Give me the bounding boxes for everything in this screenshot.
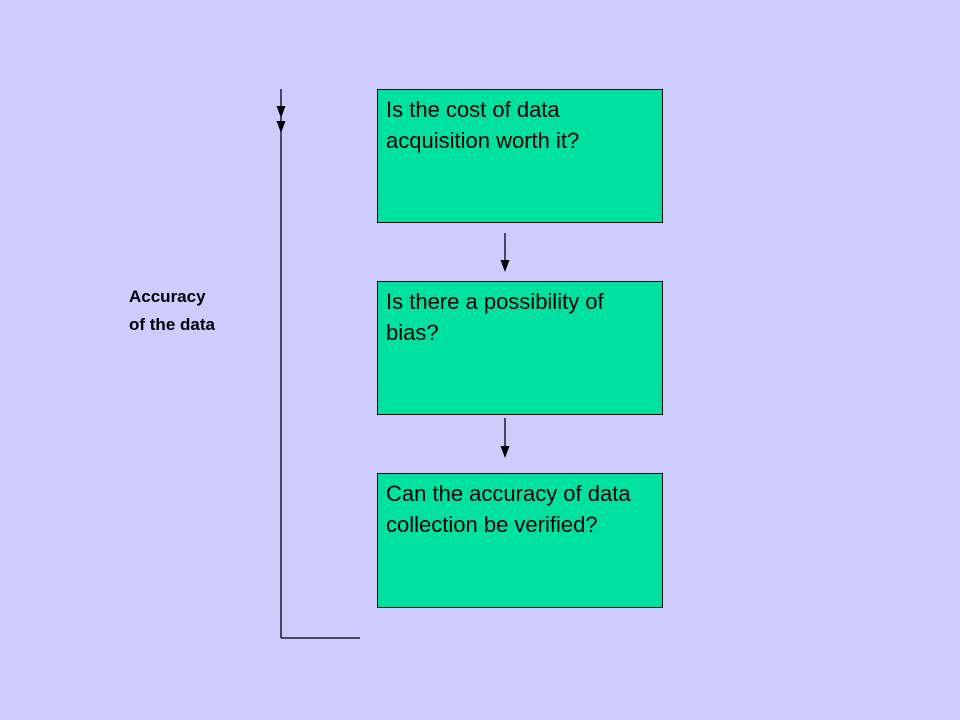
loop-arrowhead-lower: [276, 121, 286, 133]
question-box-cost: Is the cost of data acquisition worth it…: [377, 89, 663, 223]
arrow-2-to-3-head: [500, 446, 510, 458]
question-box-cost-text: Is the cost of data acquisition worth it…: [386, 97, 580, 153]
side-label-accuracy: Accuracy of the data: [129, 283, 269, 339]
question-box-bias-text: Is there a possibility of bias?: [386, 289, 604, 345]
loop-arrowhead-upper: [276, 106, 286, 118]
question-box-verification: Can the accuracy of data collection be v…: [377, 473, 663, 608]
question-box-bias: Is there a possibility of bias?: [377, 281, 663, 415]
question-box-verification-text: Can the accuracy of data collection be v…: [386, 481, 631, 537]
side-label-line-2: of the data: [129, 315, 215, 334]
arrow-1-to-2-head: [500, 260, 510, 272]
side-label-line-1: Accuracy: [129, 287, 206, 306]
